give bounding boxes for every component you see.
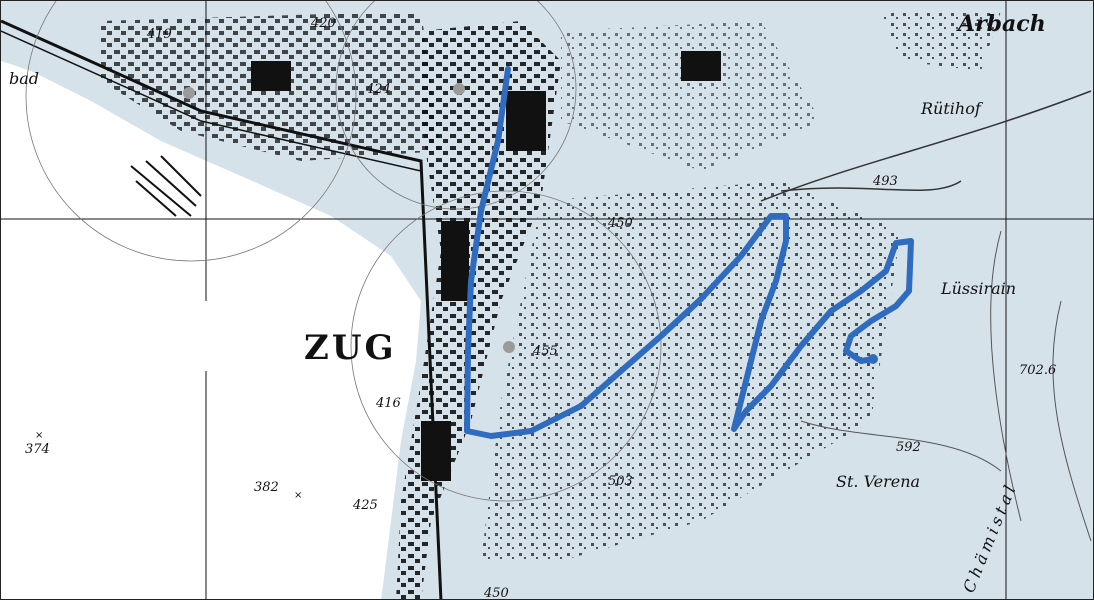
place-label-arbach: Arbach xyxy=(958,11,1046,37)
elevation-label: 419 xyxy=(147,27,172,42)
place-label-luessirain: Lüssirain xyxy=(941,279,1017,298)
building-block xyxy=(681,51,721,81)
elevation-label: 374 xyxy=(25,442,50,457)
elevation-label: 503 xyxy=(608,474,633,489)
place-label-st-verena: St. Verena xyxy=(836,472,921,491)
residential-north xyxy=(561,21,821,171)
elevation-label: 420 xyxy=(311,16,336,31)
road xyxy=(780,180,962,192)
elevation-label: 425 xyxy=(353,498,378,513)
elevation-label: 416 xyxy=(376,396,401,411)
marker-dot xyxy=(453,83,465,95)
marker-dot xyxy=(503,341,515,353)
arbach-buildings xyxy=(881,11,1001,71)
railway xyxy=(1,19,443,599)
range-circle xyxy=(350,190,662,502)
lake-inlet xyxy=(1,61,71,121)
range-circle xyxy=(25,1,357,262)
place-label-ruetihof: Rütihof xyxy=(921,99,981,118)
elevation-label: 450 xyxy=(608,216,633,231)
elevation-label: 455 xyxy=(533,344,558,359)
town-label: ZUG xyxy=(304,328,397,368)
marker-dot xyxy=(183,87,195,99)
elevation-label: 382 xyxy=(254,480,279,495)
building-block xyxy=(506,91,546,151)
route-path xyxy=(464,66,914,439)
elevation-label: 592 xyxy=(896,440,921,455)
residential-east xyxy=(481,181,901,561)
range-circle xyxy=(335,1,577,210)
spot-marker: × xyxy=(35,430,43,441)
contour xyxy=(990,230,1022,522)
road xyxy=(760,90,1092,202)
harbour-hatching xyxy=(130,155,202,217)
route-end-dot xyxy=(868,354,878,364)
elevation-label: 424 xyxy=(366,82,391,97)
building-block xyxy=(441,221,469,301)
building-block xyxy=(251,61,291,91)
contour xyxy=(800,420,1002,472)
elevation-label: 450 xyxy=(484,586,509,600)
elevation-label: 493 xyxy=(873,174,898,189)
spot-marker: × xyxy=(294,490,302,501)
elevation-label: 702.6 xyxy=(1019,363,1057,378)
railway xyxy=(1,30,422,172)
place-label-bad: bad xyxy=(9,69,40,88)
contour xyxy=(1052,300,1092,542)
